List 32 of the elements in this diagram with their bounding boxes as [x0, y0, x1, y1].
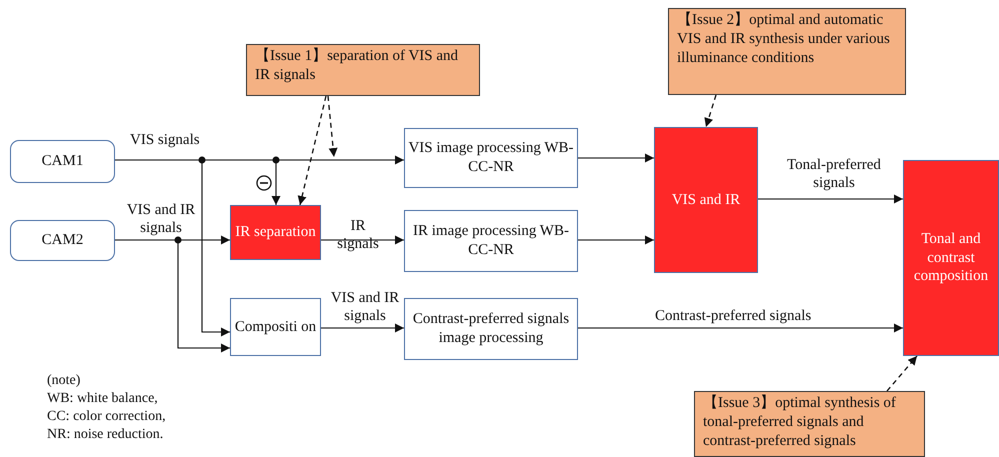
note-text: NR: noise reduction.: [47, 427, 164, 444]
arrow: [578, 324, 903, 332]
edge-label: VIS signals: [130, 131, 200, 149]
arrow: [321, 324, 404, 332]
arrow: [578, 236, 654, 244]
camera-box: CAM1: [10, 140, 115, 183]
edge-label: VIS and IR signals: [330, 289, 400, 325]
process-box: Compositi on: [230, 298, 321, 356]
edge-label: VIS and IR signals: [126, 201, 196, 237]
issue-callout-box: 【Issue 3】optimal synthesis of tonal-preferred signals and contrast-preferred signals: [694, 391, 925, 457]
edge-label: Contrast-preferred signals: [655, 307, 812, 325]
note-text: CC: color correction,: [47, 409, 166, 426]
edge-label: IR signals: [336, 217, 380, 253]
dashed-arrow: [704, 94, 717, 128]
issue-callout-box: 【Issue 1】separation of VIS and IR signals: [246, 44, 480, 96]
note-text: WB: white balance,: [47, 391, 158, 408]
highlighted-process-box: Tonal and contrast composition: [903, 160, 999, 356]
arrow: [578, 154, 654, 162]
process-box: Contrast-preferred signals image processing: [404, 298, 578, 360]
highlighted-process-box: VIS and IR: [654, 127, 758, 273]
issue-callout-box: 【Issue 2】optimal and automatic VIS and IR synthesis under various illuminance conditions: [668, 8, 906, 95]
process-box: IR image processing WB-CC-NR: [404, 210, 578, 272]
edge-label: Tonal-preferred signals: [786, 156, 882, 192]
arrow: [321, 236, 404, 244]
note-text: (note): [47, 373, 80, 390]
dashed-arrow: [327, 96, 338, 158]
dashed-arrow: [298, 96, 327, 206]
highlighted-process-box: IR separation: [230, 205, 321, 260]
camera-box: CAM2: [10, 220, 115, 261]
dashed-arrow: [886, 356, 918, 392]
process-box: VIS image processing WB-CC-NR: [404, 128, 578, 188]
arrow: [758, 194, 903, 204]
